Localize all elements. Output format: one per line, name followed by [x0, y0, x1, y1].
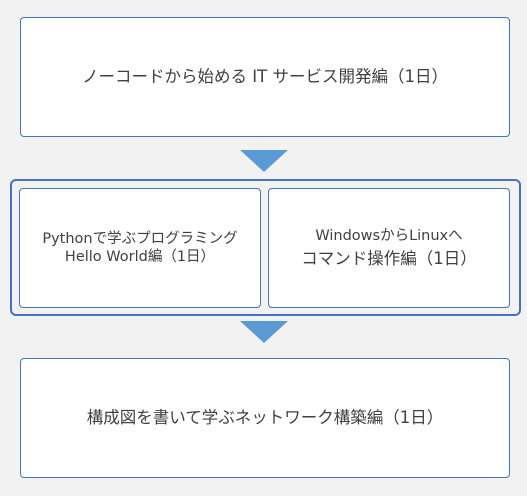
course-step-network-label: 構成図を書いて学ぶネットワーク構築編（1日）	[86, 407, 444, 427]
flow-arrow-down-icon	[240, 321, 288, 343]
course-step-nocode: ノーコードから始める IT サービス開発編（1日）	[20, 17, 510, 137]
course-step-linux-text: WindowsからLinuxへ コマンド操作編（1日）	[301, 227, 477, 270]
course-step-python-text: Pythonで学ぶプログラミング Hello World編（1日）	[42, 230, 237, 266]
course-step-linux-line1: WindowsからLinuxへ	[315, 227, 463, 244]
course-step-linux: WindowsからLinuxへ コマンド操作編（1日）	[268, 188, 510, 308]
course-step-python: Pythonで学ぶプログラミング Hello World編（1日）	[19, 188, 261, 308]
course-step-python-line2: Hello World編（1日）	[64, 249, 216, 265]
course-step-nocode-label: ノーコードから始める IT サービス開発編（1日）	[82, 66, 448, 86]
flow-arrow-down-icon	[240, 150, 288, 172]
course-step-python-line1: Pythonで学ぶプログラミング	[42, 230, 238, 247]
course-step-network: 構成図を書いて学ぶネットワーク構築編（1日）	[20, 358, 510, 478]
course-step-linux-line2: コマンド操作編（1日）	[301, 248, 477, 268]
